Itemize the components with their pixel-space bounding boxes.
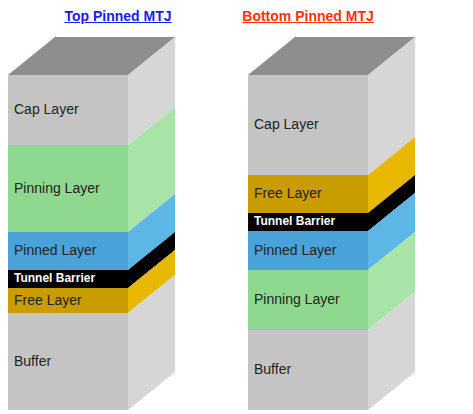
layer-label: Pinned Layer: [14, 243, 97, 258]
layer-label: Free Layer: [14, 293, 82, 308]
free-layer: Free Layer: [8, 288, 128, 313]
pinned-layer: Pinned Layer: [8, 232, 128, 270]
layer-label: Cap Layer: [14, 102, 79, 117]
layer-label: Free Layer: [254, 186, 322, 201]
pinning-layer: Pinning Layer: [248, 270, 368, 330]
tunnel-barrier: Tunnel Barrier: [8, 270, 128, 288]
cap-layer: Cap Layer: [248, 75, 368, 175]
layer-label: Pinned Layer: [254, 243, 337, 258]
layer-label: Pinning Layer: [14, 181, 100, 196]
buffer-side-face: [128, 275, 175, 410]
cap-layer: Cap Layer: [8, 75, 128, 145]
heading-bottom-pinned: Bottom Pinned MTJ: [242, 8, 373, 24]
buffer-layer: Buffer: [248, 330, 368, 410]
layer-label: Pinning Layer: [254, 292, 340, 307]
tunnel-barrier: Tunnel Barrier: [248, 213, 368, 231]
layer-label: Buffer: [254, 362, 291, 377]
heading-top-pinned: Top Pinned MTJ: [64, 8, 171, 24]
buffer-layer: Buffer: [8, 313, 128, 410]
layer-label: Cap Layer: [254, 117, 319, 132]
layer-label: Tunnel Barrier: [254, 215, 335, 228]
free-layer: Free Layer: [248, 175, 368, 213]
layer-label: Tunnel Barrier: [14, 272, 95, 285]
buffer-side-face: [368, 292, 415, 410]
layer-label: Buffer: [14, 354, 51, 369]
pinned-layer: Pinned Layer: [248, 231, 368, 270]
pinning-layer: Pinning Layer: [8, 145, 128, 232]
